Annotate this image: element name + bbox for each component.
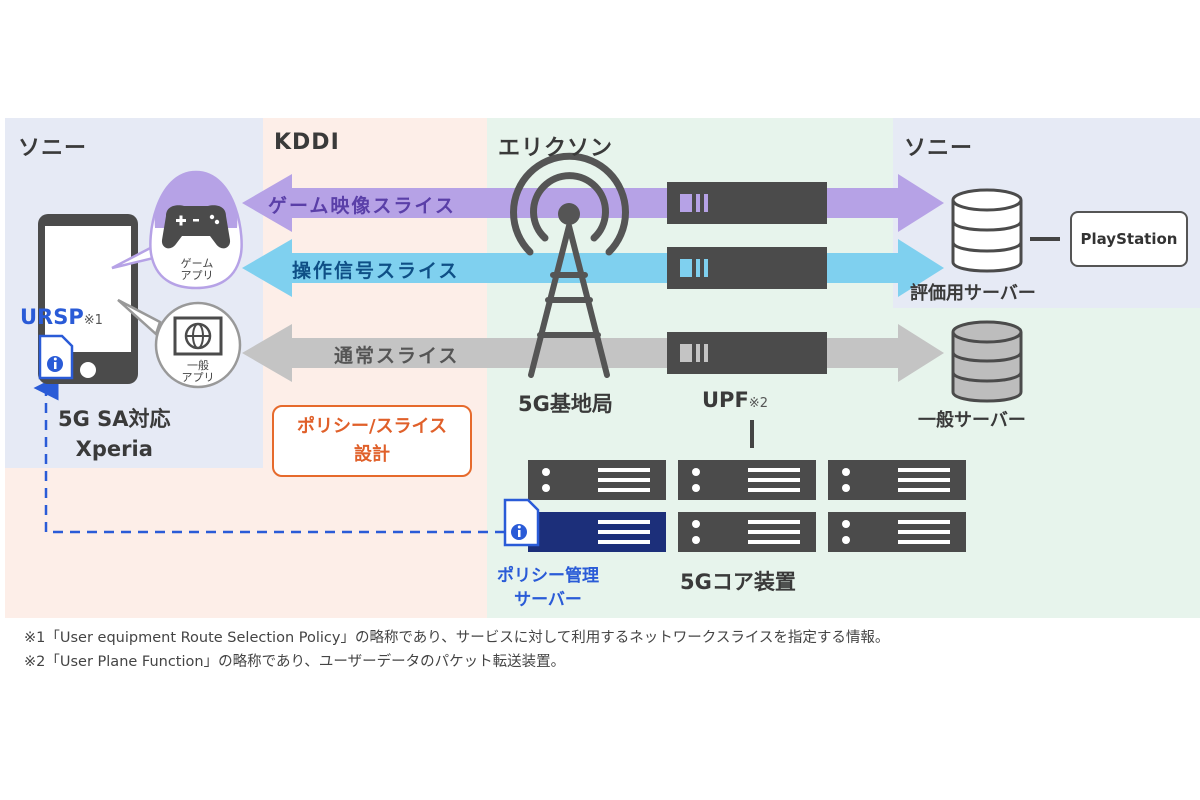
upf-unit-normal xyxy=(667,332,827,374)
policy-server-label-line1: ポリシー管理 xyxy=(497,566,599,586)
upf-note: ※2 xyxy=(748,396,768,411)
ursp-text: URSP xyxy=(20,305,84,329)
ursp-note: ※1 xyxy=(83,313,103,328)
base-station-label: 5G基地局 xyxy=(518,392,613,416)
policy-document-icon xyxy=(503,498,540,547)
game-slice-label: ゲーム映像スライス xyxy=(268,195,456,217)
policy-box-line2: 設計 xyxy=(354,444,390,465)
ursp-label: URSP※1 xyxy=(20,305,103,329)
game-app-label-line2: アプリ xyxy=(180,269,214,282)
ursp-document-icon xyxy=(38,334,74,380)
footnote-2: ※2「User Plane Function」の略称であり、ユーザーデータのパケ… xyxy=(24,654,566,670)
core-label: 5Gコア装置 xyxy=(680,570,796,594)
general-server-label: 一般サーバー xyxy=(918,410,1026,431)
gamepad-icon xyxy=(161,205,231,249)
browser-globe-icon xyxy=(173,316,223,356)
zone-label-sony-left: ソニー xyxy=(18,136,88,161)
game-app-label-line1: ゲーム xyxy=(180,257,214,270)
core-rack-details xyxy=(542,468,950,544)
control-slice-label: 操作信号スライス xyxy=(292,260,460,282)
footnote-1: ※1「User equipment Route Selection Policy… xyxy=(24,630,890,646)
device-name-line1: 5G SA対応 xyxy=(58,407,171,431)
eval-server-label: 評価用サーバー xyxy=(910,283,1036,304)
policy-delivery-dashed-line xyxy=(33,375,505,534)
game-app-label: ゲーム アプリ xyxy=(171,258,223,282)
upf-label: UPF※2 xyxy=(702,388,768,412)
general-app-label-line1: 一般 xyxy=(187,359,209,372)
device-name: 5G SA対応 Xperia xyxy=(58,404,171,464)
policy-server-label-line2: サーバー xyxy=(514,590,582,610)
device-name-line2: Xperia xyxy=(75,437,153,461)
general-server-icon xyxy=(951,320,1023,403)
general-app-label-line2: アプリ xyxy=(181,371,215,384)
upf-text: UPF xyxy=(702,388,749,412)
zone-label-sony-right: ソニー xyxy=(904,136,974,161)
base-station-icon xyxy=(510,152,629,378)
upf-unit-game xyxy=(667,182,827,224)
policy-box-line1: ポリシー/スライス xyxy=(296,416,448,437)
playstation-box: PlayStation xyxy=(1070,211,1188,267)
eval-server-icon xyxy=(951,188,1023,273)
policy-server-label: ポリシー管理 サーバー xyxy=(478,564,618,612)
general-app-label: 一般 アプリ xyxy=(172,360,224,384)
policy-slice-design-box: ポリシー/スライス 設計 xyxy=(272,405,472,477)
upf-unit-control xyxy=(667,247,827,289)
zone-label-kddi: KDDI xyxy=(274,130,340,155)
zone-label-ericsson: エリクソン xyxy=(498,136,614,161)
normal-slice-label: 通常スライス xyxy=(334,345,460,367)
